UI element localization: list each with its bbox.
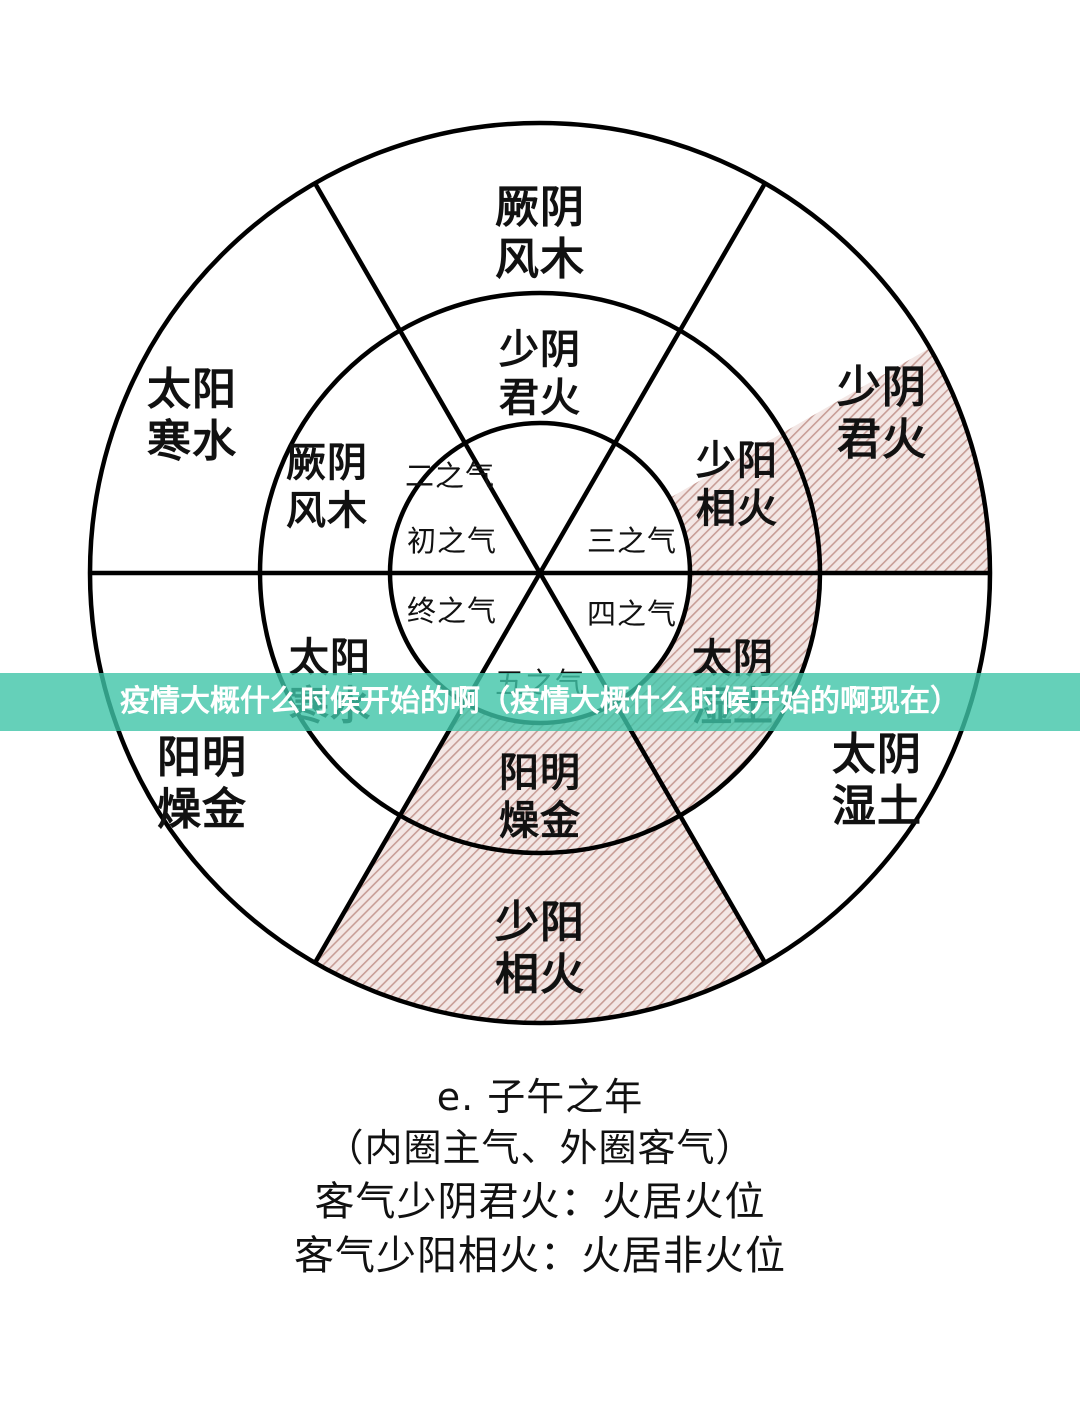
caption-line-1: e. 子午之年 — [436, 1075, 644, 1119]
middle-label-line2: 君火 — [499, 375, 581, 421]
outer-label-line2: 寒水 — [147, 416, 237, 467]
inner-label-sanzhiqi: 三之气 — [587, 524, 677, 558]
middle-label-line1: 少阴 — [499, 327, 581, 373]
outer-label-line1: 厥阴 — [495, 182, 585, 233]
middle-label-line1: 少阳 — [696, 438, 778, 484]
caption-line-2: （内圈主气、外圈客气） — [325, 1126, 755, 1171]
middle-label-line1: 阳明 — [499, 750, 581, 796]
watermark-banner: 疫情大概什么时候开始的啊（疫情大概什么时候开始的啊现在） — [0, 673, 1080, 731]
caption-line-3: 客气少阴君火：火居火位 — [314, 1178, 766, 1225]
six-qi-wheel-diagram: 厥阴 风木 少阴 君火 太阴 湿土 少阳 相火 阳明 燥金 太阳 寒水 — [87, 120, 993, 1026]
inner-label-zhongzhiqi: 终之气 — [407, 594, 497, 628]
outer-label-line1: 少阳 — [495, 897, 585, 948]
outer-label-line2: 燥金 — [157, 784, 247, 835]
radial-dividers — [90, 182, 990, 964]
middle-label-line1: 厥阴 — [286, 440, 368, 486]
outer-label-line1: 太阴 — [832, 729, 922, 780]
outer-label-line1: 太阳 — [147, 364, 237, 415]
outer-label-line2: 风木 — [495, 234, 585, 285]
middle-label-line2: 燥金 — [499, 798, 581, 844]
inner-label-chuzhiqi: 初之气 — [407, 524, 497, 558]
caption-line-4: 客气少阳相火：火居非火位 — [294, 1232, 786, 1279]
inner-label-erzhiqi: 二之气 — [405, 459, 495, 493]
outer-ring-labels: 厥阴 风木 少阴 君火 太阴 湿土 少阳 相火 阳明 燥金 太阳 寒水 — [147, 182, 927, 1000]
watermark-banner-text: 疫情大概什么时候开始的啊（疫情大概什么时候开始的啊现在） — [120, 684, 960, 719]
divider-120-300 — [313, 182, 767, 964]
figure-caption: e. 子午之年 （内圈主气、外圈客气） 客气少阴君火：火居火位 客气少阳相火：火… — [0, 1072, 1080, 1283]
middle-label-line2: 相火 — [696, 486, 778, 532]
outer-label-line2: 君火 — [837, 414, 927, 465]
outer-label-line1: 少阴 — [837, 362, 927, 413]
wheel-svg: 厥阴 风木 少阴 君火 太阴 湿土 少阳 相火 阳明 燥金 太阳 寒水 — [87, 120, 993, 1026]
middle-label-line2: 风木 — [286, 488, 368, 534]
outer-label-line2: 湿土 — [832, 781, 922, 832]
inner-label-sizhiqi: 四之气 — [587, 597, 677, 631]
outer-label-line1: 阳明 — [157, 732, 247, 783]
outer-label-line2: 相火 — [495, 949, 585, 1000]
